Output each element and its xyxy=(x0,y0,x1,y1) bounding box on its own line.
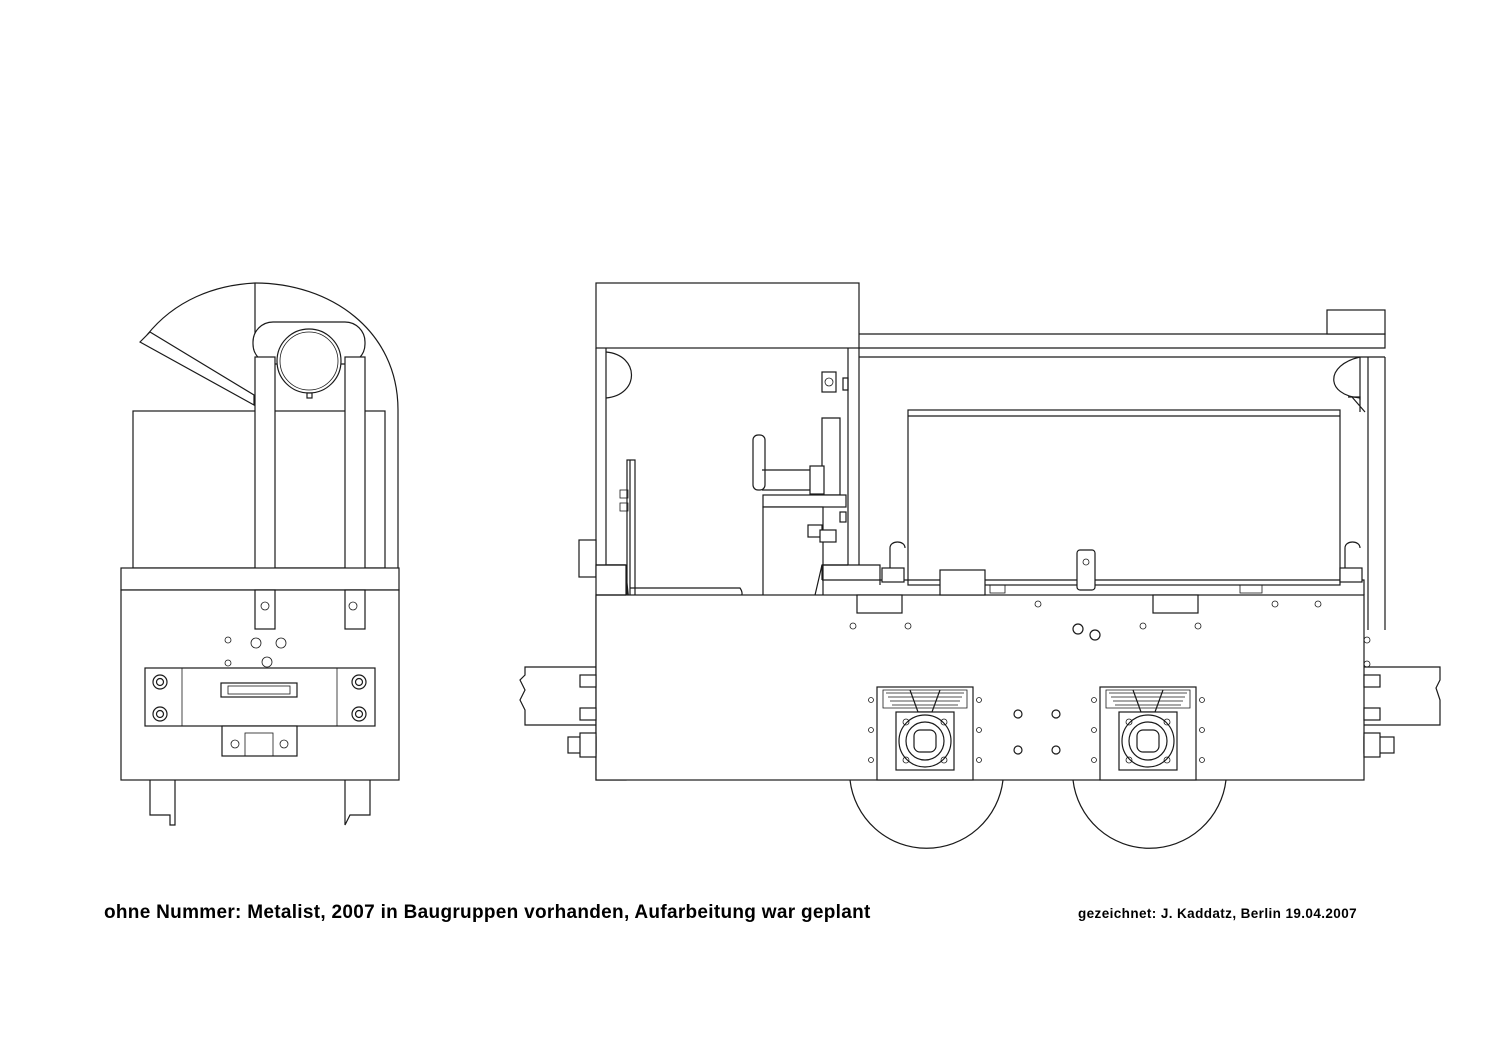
drawing-caption: ohne Nummer: Metalist, 2007 in Baugruppe… xyxy=(104,902,871,923)
axle-box-right xyxy=(1099,686,1197,781)
axle-box-left xyxy=(876,686,974,781)
drawing-credit: gezeichnet: J. Kaddatz, Berlin 19.04.200… xyxy=(1078,906,1358,921)
